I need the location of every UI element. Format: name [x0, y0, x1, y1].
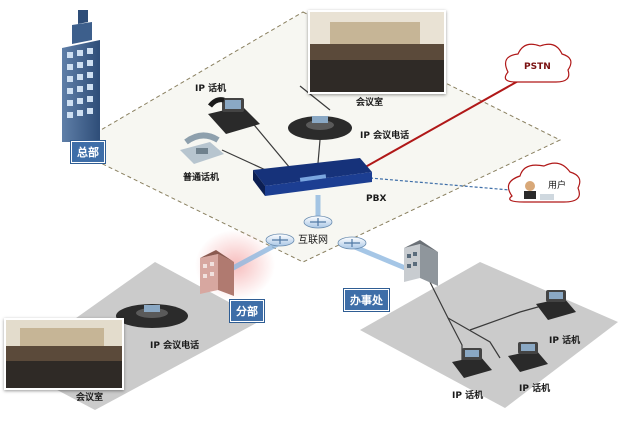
pstn-link: [359, 79, 521, 171]
hq-tag: 总部: [71, 141, 105, 163]
screen: [330, 22, 420, 44]
user-link: [369, 177, 511, 191]
conference-phone-icon: [288, 116, 352, 140]
office-building-icon: [404, 240, 438, 286]
router-icon: [303, 215, 333, 229]
branch-conference-phone-label: IP 会议电话: [150, 341, 200, 351]
screen: [20, 328, 104, 346]
office-phone-right-label: IP 话机: [549, 336, 581, 346]
pbx-label: PBX: [366, 194, 387, 204]
building-icon: [62, 10, 100, 142]
router-icon: [337, 236, 367, 250]
user-cloud-icon: [507, 162, 581, 203]
ip-phone-icon: [452, 348, 492, 378]
user-icon: [524, 181, 554, 200]
pstn-label: PSTN: [524, 62, 551, 72]
branch-meeting-room-label: 会议室: [76, 393, 104, 403]
hq-wiring: [221, 85, 331, 173]
office-phone-bottom-label: IP 话机: [452, 391, 484, 401]
meeting-room-photo: [308, 10, 446, 94]
user-label: 用户: [548, 181, 567, 191]
ip-phone-icon: [508, 342, 548, 372]
conference-phone-icon: [116, 304, 188, 328]
office-phone-mid-label: IP 话机: [519, 384, 551, 394]
internet-label: 互联网: [298, 235, 328, 246]
hq-analog-phone-label: 普通话机: [183, 173, 220, 183]
hq-meeting-room-label: 会议室: [356, 98, 384, 108]
ip-phone-icon: [536, 290, 576, 320]
office-tag: 办事处: [344, 289, 389, 311]
pbx-appliance-icon: [253, 158, 372, 196]
branch-building-icon: [200, 250, 234, 296]
meeting-room-photo: [4, 318, 124, 390]
ip-phone-icon: [208, 97, 260, 134]
analog-phone-icon: [180, 132, 224, 164]
hq-ip-phone-label: IP 话机: [195, 84, 227, 94]
hq-conference-phone-label: IP 会议电话: [360, 131, 410, 141]
branch-tag: 分部: [230, 300, 264, 322]
cloud-icon: [504, 43, 572, 83]
router-icon: [265, 233, 295, 247]
